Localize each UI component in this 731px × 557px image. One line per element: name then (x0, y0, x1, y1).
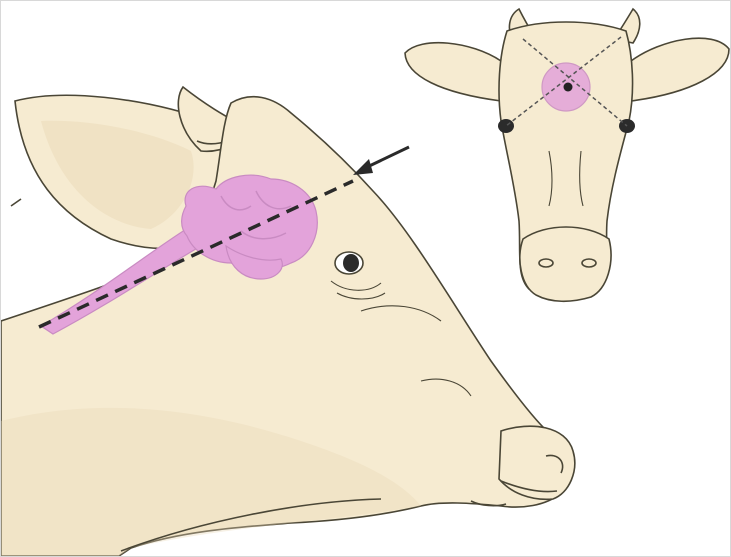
side-view-head (1, 87, 575, 556)
ear-edge-mark (11, 199, 21, 206)
eye-pupil (343, 254, 359, 272)
front-ear-left (405, 43, 501, 101)
front-ear-right (631, 38, 729, 101)
arrow (353, 147, 409, 175)
arrow-head (353, 159, 373, 175)
front-muzzle (520, 227, 611, 301)
muzzle (499, 426, 575, 499)
front-view-head (405, 9, 729, 301)
front-target-point (564, 83, 573, 92)
